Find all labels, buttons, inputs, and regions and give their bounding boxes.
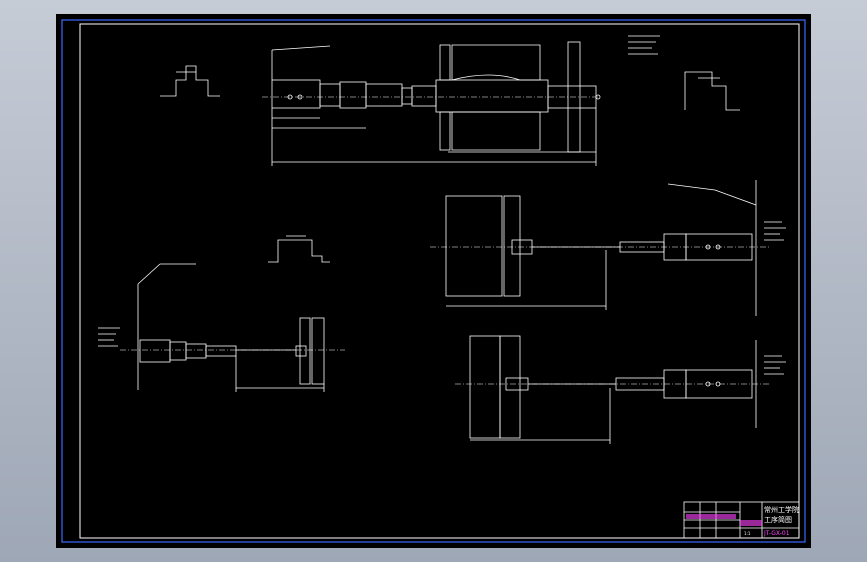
left-tool-drawing: [98, 263, 345, 392]
school-name: 常州工学院: [764, 505, 799, 514]
drawing-scale: 1:1: [744, 531, 751, 536]
top-tool-assembly: [262, 35, 660, 166]
outer-border: [61, 19, 806, 543]
right-tool-drawing-1: [430, 180, 786, 316]
title-block: 常州工学院 工序简图 JT-GX-01 1:1: [683, 501, 800, 539]
right-tool-drawing-2: [455, 335, 786, 444]
symbol-frame-middle: [268, 235, 330, 263]
inner-frame: [79, 23, 800, 539]
symbol-frame-top-right: [684, 71, 740, 111]
drawing-number: JT-GX-01: [763, 530, 790, 537]
drawing-title: 工序简图: [764, 515, 792, 524]
symbol-frame-top-left: [160, 65, 220, 97]
